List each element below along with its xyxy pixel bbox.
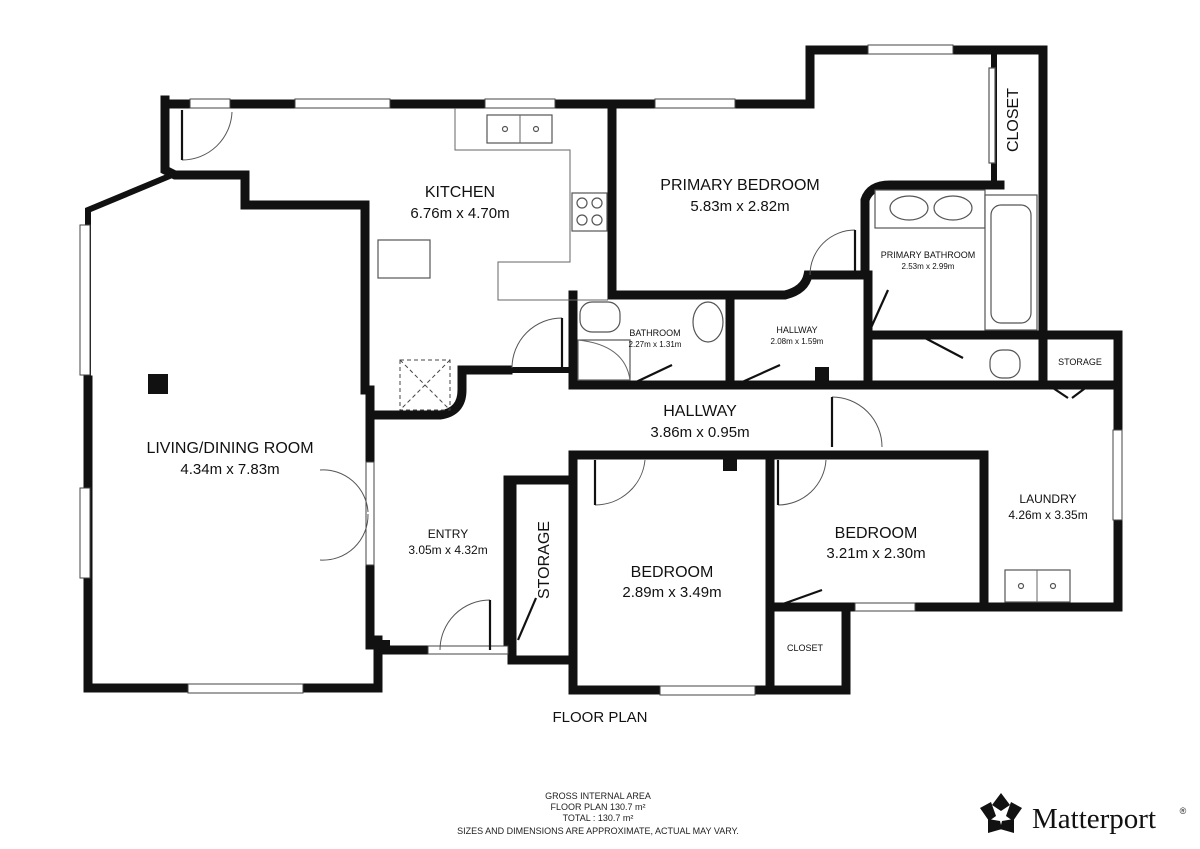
primary-bathroom-dims: 2.53m x 2.99m [902,262,955,271]
brand: Matterport ® [980,793,1187,835]
fixtures [377,67,1071,603]
plan-title: FLOOR PLAN [552,709,647,726]
matterport-logo-icon [980,793,1022,833]
laundry-name: LAUNDRY [1019,492,1076,506]
window [187,683,304,694]
living-dining-dims: 4.34m x 7.83m [180,461,279,478]
hallway-main-dims: 3.86m x 0.95m [650,424,749,441]
toilet [989,349,1021,379]
wall-closet-bottom [765,602,851,695]
bedroom-right-name: BEDROOM [835,525,918,542]
window [654,98,736,109]
doors [180,110,1089,651]
hallway-main-name: HALLWAY [663,403,737,420]
area-summary: GROSS INTERNAL AREA FLOOR PLAN 130.7 m² … [457,791,739,836]
window [365,461,375,566]
kitchen-counter [454,108,608,301]
area-disclaimer: SIZES AND DIMENSIONS ARE APPROXIMATE, AC… [457,826,739,836]
primary-bedroom-name: PRIMARY BEDROOM [660,177,819,194]
bedroom-left-name: BEDROOM [631,564,714,581]
area-heading: GROSS INTERNAL AREA [545,791,651,801]
cooktop [571,192,608,232]
hallway-small-dims: 2.08m x 1.59m [771,337,824,346]
window [189,98,231,109]
shower [577,339,631,381]
window [427,645,509,655]
window [484,98,556,109]
sink [692,301,724,343]
window [1112,429,1123,521]
storage-right-name: STORAGE [1058,357,1102,367]
toilet [579,301,621,333]
wall-bay-window [85,171,176,383]
wall-storage-mid [507,450,578,665]
kitchen-name: KITCHEN [425,184,495,201]
wall-bathroom-block [568,290,735,390]
windows [79,44,1123,696]
wall-kitchen-top [160,95,370,395]
wall-primary-bath-south [863,330,1123,390]
primary-bathroom-name: PRIMARY BATHROOM [881,250,976,260]
brand-mark: ® [1180,806,1187,816]
laundry-dims: 4.26m x 3.35m [1008,508,1087,522]
primary-bedroom-dims: 5.83m x 2.82m [690,198,789,215]
closet-top-name: CLOSET [1005,88,1022,152]
entry-name: ENTRY [428,527,468,541]
closet-bottom-name: CLOSET [787,643,824,653]
window [79,487,91,579]
bathroom-name: BATHROOM [629,328,680,338]
brand-name: Matterport [1032,803,1156,835]
sink [889,195,929,221]
window [79,224,91,376]
window [867,44,954,55]
window [294,98,391,109]
column [148,374,168,394]
window [854,602,916,612]
entry-dims: 3.05m x 4.32m [408,543,487,557]
sink [933,195,973,221]
area-total: TOTAL : 130.7 m² [563,813,634,823]
area-floor-plan: FLOOR PLAN 130.7 m² [550,802,645,812]
storage-mid-name: STORAGE [536,521,553,599]
bedroom-right-dims: 3.21m x 2.30m [826,545,925,562]
skylight [399,359,451,411]
wall-kitchen-hall [365,365,513,420]
closet-door [988,67,996,164]
column [815,367,829,383]
wall-outer-top-primary [607,45,1123,395]
kitchen-dims: 6.76m x 4.70m [410,205,509,222]
room-labels: KITCHEN 6.76m x 4.70m PRIMARY BEDROOM 5.… [146,88,1101,653]
column [723,455,737,471]
kitchen-island [377,239,431,279]
wall-living-west-bottom [83,375,383,693]
bedroom-left-dims: 2.89m x 3.49m [622,584,721,601]
hallway-small-name: HALLWAY [776,325,817,335]
window [659,685,756,696]
bathroom-dims: 2.27m x 1.31m [629,340,682,349]
living-dining-name: LIVING/DINING ROOM [146,440,313,457]
column [376,640,390,654]
